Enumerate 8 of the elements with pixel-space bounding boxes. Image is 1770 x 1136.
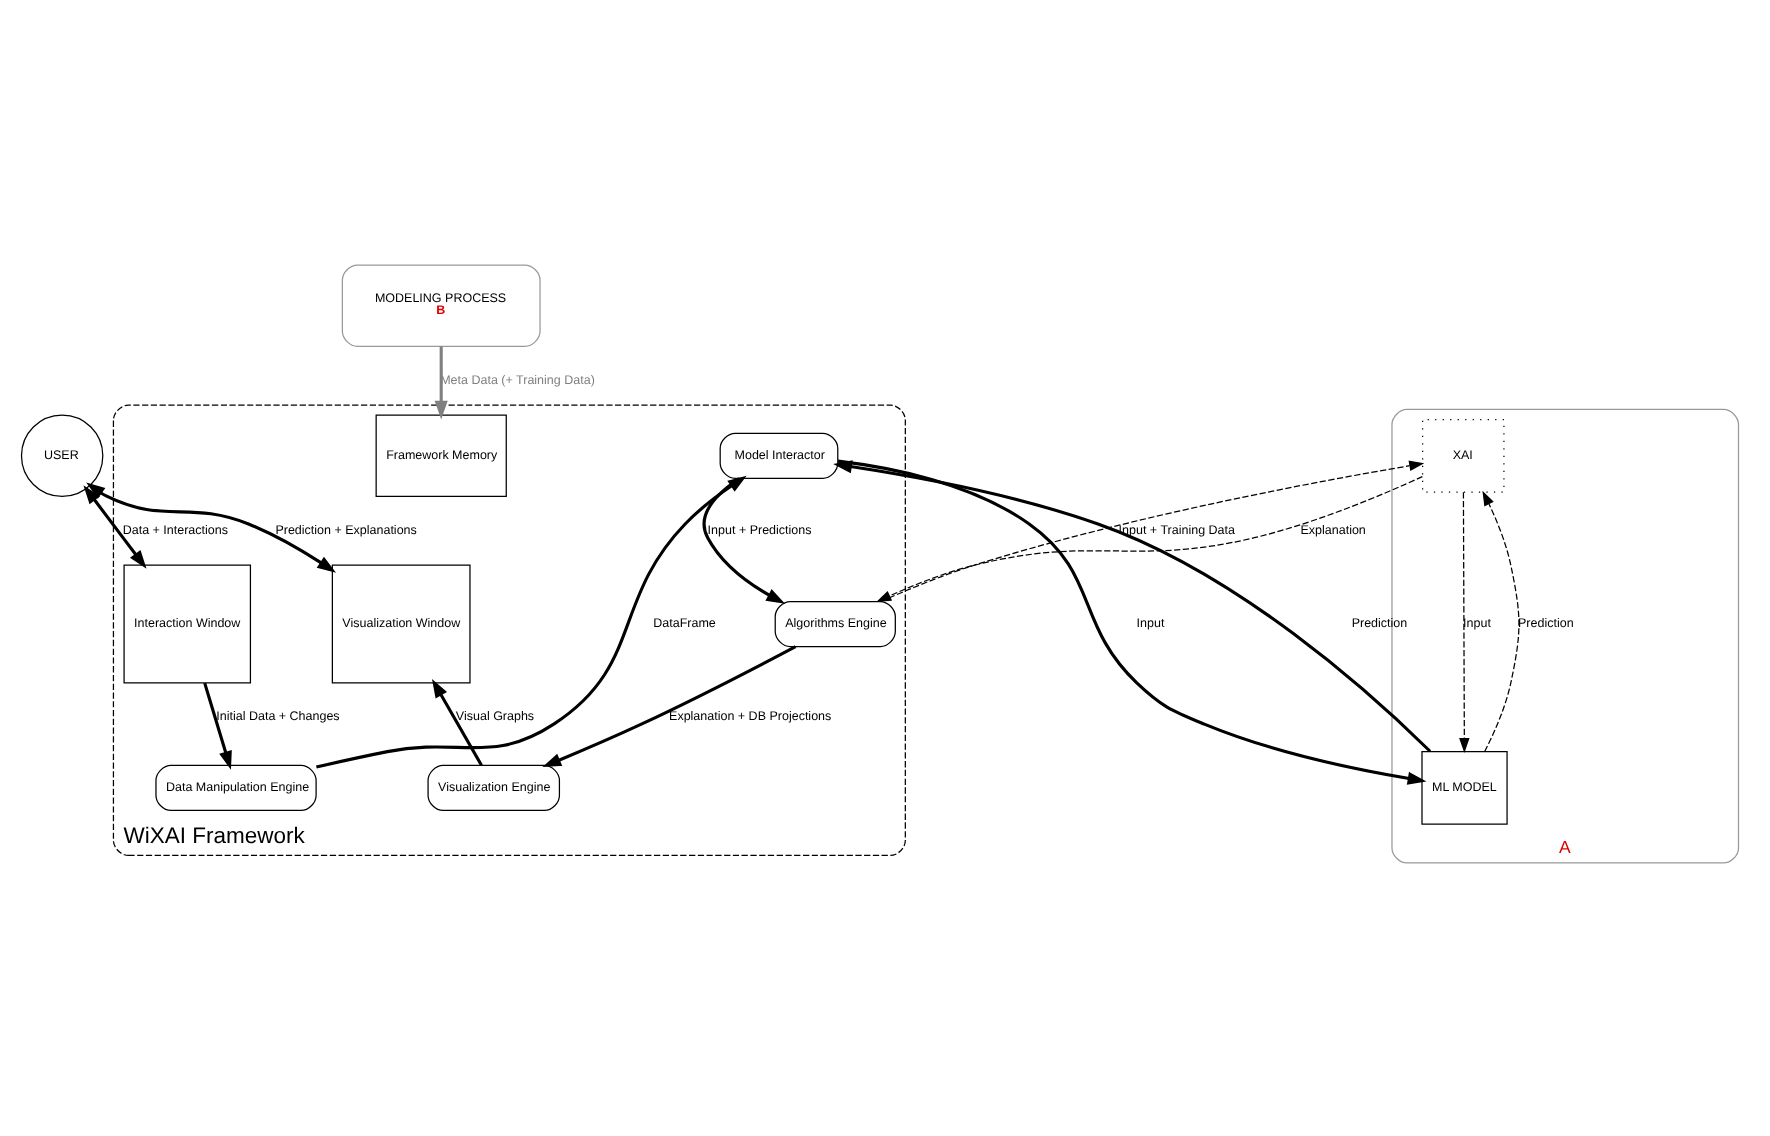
arrow <box>1482 489 1520 752</box>
arrow <box>542 644 797 767</box>
arrow <box>83 484 147 568</box>
arrow <box>86 481 337 572</box>
arrow <box>432 678 483 766</box>
arrow <box>1459 490 1470 753</box>
arrow <box>434 345 448 419</box>
arrow <box>203 681 232 769</box>
